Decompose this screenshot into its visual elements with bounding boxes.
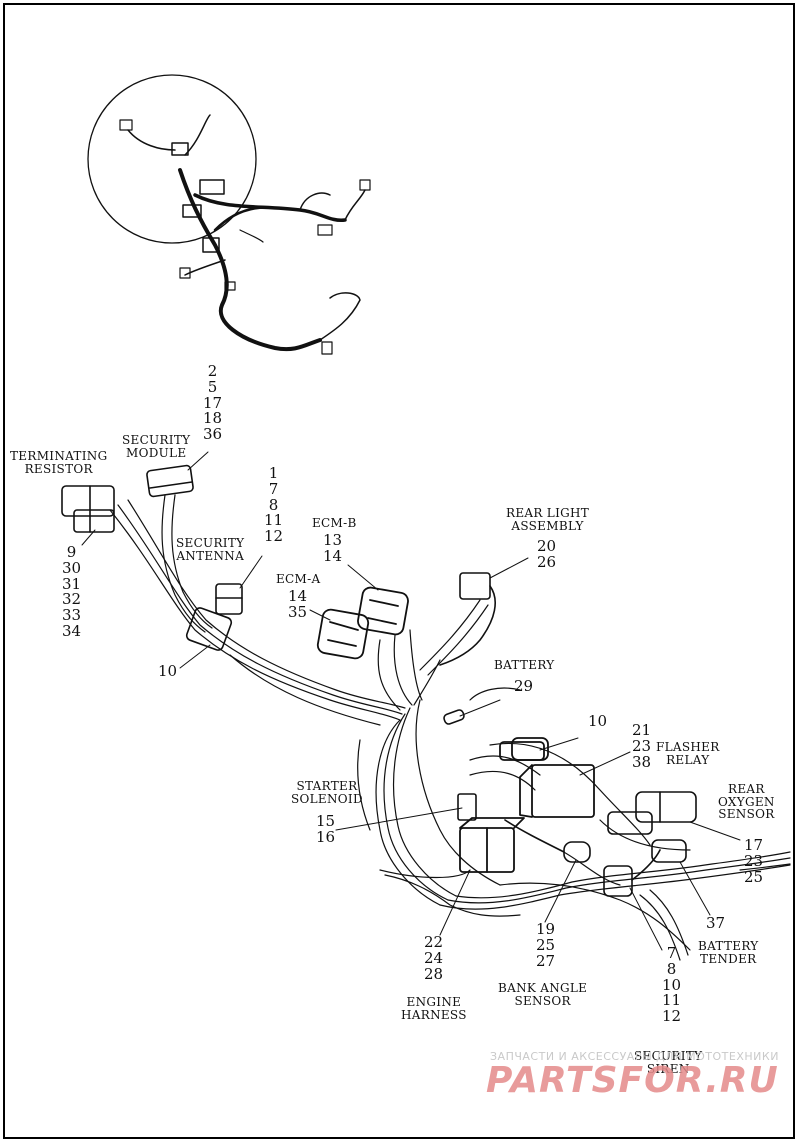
terminating-resistor-label: TERMINATING RESISTOR (10, 449, 108, 476)
bank-angle-sensor-connector (504, 819, 591, 863)
battery-terminal (443, 709, 465, 725)
battery-label: BATTERY (494, 658, 555, 672)
ecm-a-label: ECM-A (276, 572, 321, 586)
starter-solenoid-connector (457, 793, 477, 821)
main-harness (109, 494, 791, 961)
rear-light-connector (439, 572, 496, 666)
rear-oxygen-sensor-connector (607, 791, 697, 835)
ecm-b-connector (357, 586, 409, 636)
security-siren-numbers: 7 8 10 11 12 (662, 944, 682, 1025)
terminating-resistor-numbers: 9 30 31 32 33 34 (62, 543, 82, 640)
engine-harness-label: ENGINE HARNESS (401, 995, 467, 1022)
battery-tender-connector (651, 839, 687, 863)
engine-harness-outline (384, 863, 791, 917)
battery-tender-label: BATTERY TENDER (698, 939, 759, 966)
terminating-resistor-connector (61, 485, 115, 533)
ref-10-mid-number: 10 (588, 712, 608, 730)
security-module-numbers: 2 5 17 18 36 (203, 362, 223, 443)
engine-harness-connector (459, 817, 525, 873)
overview-inset (87, 74, 371, 355)
security-module-label: SECURITY MODULE (122, 433, 191, 460)
security-siren-label: SECURITY SIREN (634, 1049, 703, 1076)
starter-solenoid-label: STARTER SOLENOID (291, 779, 363, 806)
rear-light-assembly-label: REAR LIGHT ASSEMBLY (506, 506, 590, 533)
bank-angle-sensor-label: BANK ANGLE SENSOR (498, 981, 588, 1008)
battery-number: 29 (514, 677, 534, 695)
diagram-frame (3, 3, 795, 1139)
flasher-relay-label: FLASHER RELAY (656, 740, 720, 767)
engine-harness-numbers: 22 24 28 (424, 933, 444, 983)
security-module-box (146, 464, 194, 498)
watermark-tagline: ЗАПЧАСТИ И АКСЕССУАРЫ ДЛЯ МОТОТЕХНИКИ (490, 1050, 779, 1063)
rear-light-assembly-numbers: 20 26 (537, 537, 557, 571)
flasher-relay-box (499, 737, 595, 818)
battery-tender-number: 37 (706, 914, 726, 932)
ecm-a-numbers: 14 35 (288, 587, 308, 621)
bank-angle-sensor-numbers: 19 25 27 (536, 920, 556, 970)
ecm-b-label: ECM-B (312, 516, 357, 530)
rear-oxygen-sensor-numbers: 17 23 25 (744, 836, 764, 886)
security-siren-connector (603, 849, 661, 897)
security-antenna-connector (215, 583, 243, 615)
rear-oxygen-sensor-label: REAR OXYGEN SENSOR (718, 782, 775, 822)
leader-lines (81, 451, 741, 951)
ecm-b-numbers: 13 14 (323, 531, 343, 565)
starter-solenoid-numbers: 15 16 (316, 812, 336, 846)
inline-connector-10 (185, 607, 233, 651)
flasher-relay-numbers: 21 23 38 (632, 721, 652, 771)
ecm-a-connector (316, 608, 370, 660)
watermark-logo: PARTSFOR.RU (486, 1060, 779, 1101)
security-antenna-numbers: 1 7 8 11 12 (264, 464, 284, 545)
security-antenna-label: SECURITY ANTENNA (176, 536, 245, 563)
ref-10-left-number: 10 (158, 662, 178, 680)
